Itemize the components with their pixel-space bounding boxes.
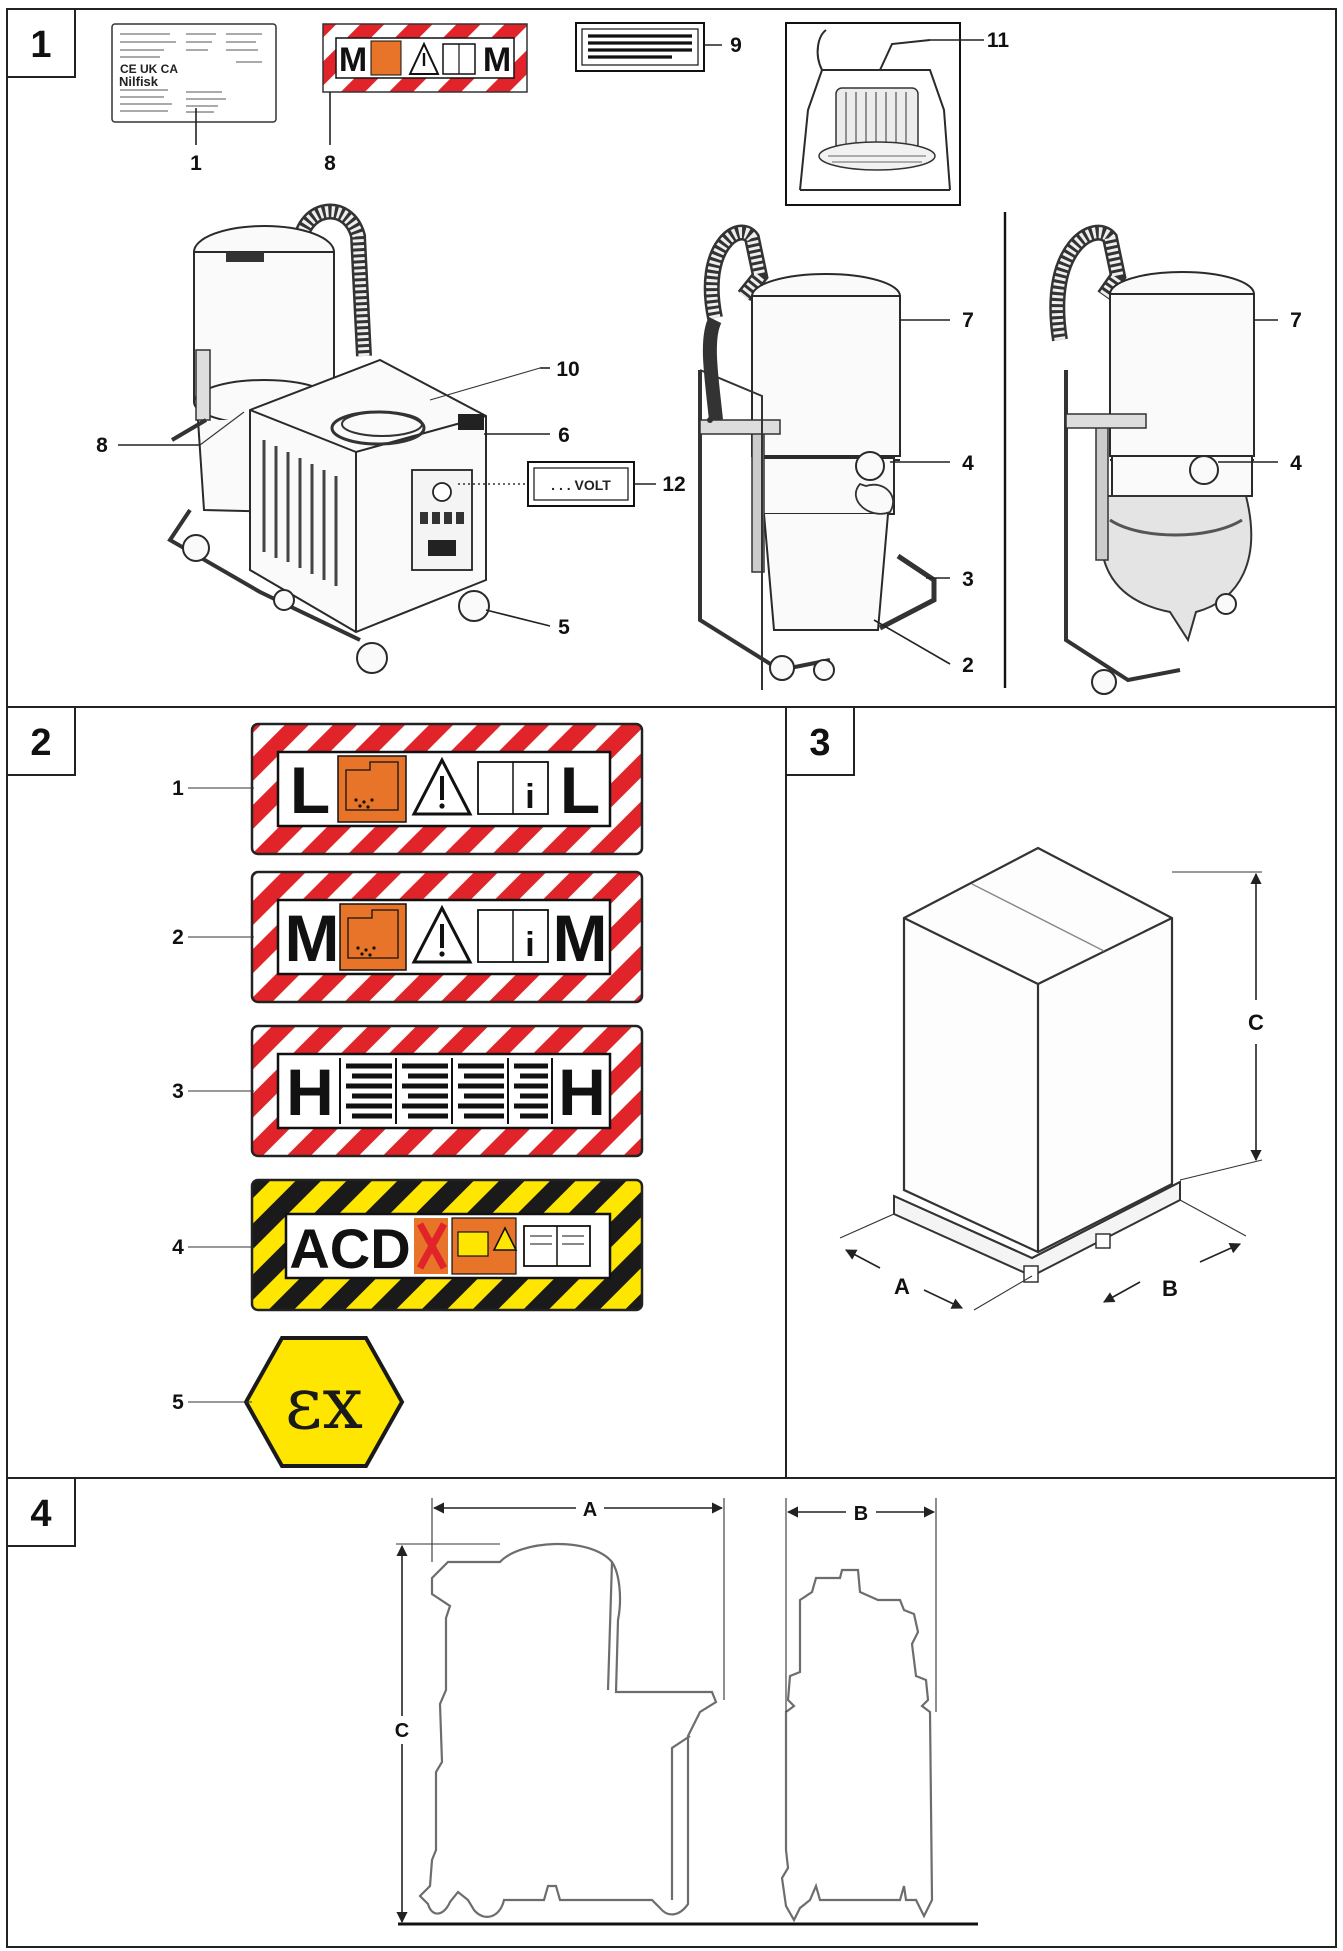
callout-8b: 8	[96, 434, 108, 457]
label-letter-left: M	[339, 41, 367, 79]
silhouette-front-icon	[780, 1568, 934, 1923]
dim-line	[1199, 1243, 1242, 1263]
volt-sticker: . . . VOLT	[527, 461, 635, 507]
callout-3: 3	[962, 568, 974, 591]
vacuum-cleaner-icon	[1049, 224, 1255, 695]
ex-hexagon-icon: εx	[243, 1336, 405, 1468]
callout-11: 11	[987, 29, 1010, 52]
dim-line	[923, 1289, 964, 1309]
manual-book-icon: i	[477, 909, 549, 964]
leader-line	[429, 367, 541, 401]
callout-4: 4	[962, 452, 974, 475]
vacuum-cleaner-icon	[167, 203, 490, 674]
figure-2: L i L 1 M	[172, 722, 644, 1468]
panel-number-4: 4	[6, 1477, 76, 1547]
text-sticker-icon	[575, 22, 705, 72]
figure-4: A C B	[395, 1498, 978, 1926]
dim-c: C	[395, 1720, 409, 1742]
manual-book-icon	[523, 1225, 591, 1267]
acd-text: ACD	[289, 1217, 410, 1280]
panel-number-1: 1	[6, 8, 76, 78]
dim-line	[973, 1275, 1033, 1311]
warning-triangle-icon	[411, 756, 473, 816]
leader-line	[485, 609, 551, 627]
callout-8: 8	[324, 152, 336, 175]
panel-number-text: 1	[30, 24, 51, 66]
acd-label-icon: ACD	[250, 1178, 644, 1312]
dim-line	[1103, 1281, 1141, 1303]
ex-text: εx	[285, 1361, 363, 1445]
label-letter-l-right: L	[560, 753, 600, 827]
dust-class-label-icon: M i M	[250, 870, 644, 1004]
callout-10: 10	[556, 358, 579, 381]
dim-a: A	[894, 1274, 910, 1299]
manual-book-icon: i	[477, 761, 549, 816]
silhouette-side-icon	[418, 1542, 718, 1918]
callout-7: 7	[962, 309, 974, 332]
motor-detail-icon	[785, 22, 961, 206]
leader-line	[873, 619, 951, 665]
svg-text:CE UK CA: CE UK CA	[120, 62, 178, 76]
rating-plate-icon: CE UK CA Nilfisk	[111, 23, 277, 123]
panel-number-2: 2	[6, 706, 76, 776]
callout-5: 5	[172, 1391, 184, 1414]
dim-a: A	[583, 1499, 597, 1521]
volt-label: . . . VOLT	[551, 477, 611, 493]
dust-class-label-icon: H H	[250, 1024, 644, 1158]
shipping-box-icon	[893, 846, 1181, 1283]
label-letter-right: M	[483, 41, 511, 79]
dim-line	[839, 1213, 895, 1239]
label-letter-h-left: H	[286, 1055, 334, 1129]
rating-plate-brand: Nilfisk	[119, 74, 159, 89]
panel-number-3: 3	[785, 706, 855, 776]
dim-line	[845, 1249, 881, 1269]
label-letter-m-right: M	[553, 901, 608, 975]
vacuum-cleaner-icon	[698, 224, 937, 690]
callout-1: 1	[172, 777, 184, 800]
callout-12: 12	[662, 473, 685, 496]
dim-line	[1179, 1199, 1247, 1237]
callout-4b: 4	[1290, 452, 1302, 475]
callout-6: 6	[558, 424, 570, 447]
callout-4: 4	[172, 1236, 184, 1259]
label-letter-m-left: M	[285, 901, 340, 975]
label-letter-l-left: L	[290, 753, 330, 827]
callout-2: 2	[172, 926, 184, 949]
svg-text:i: i	[525, 926, 534, 964]
callout-1: 1	[190, 152, 202, 175]
warning-triangle-icon	[411, 904, 473, 964]
dim-c: C	[1248, 1010, 1264, 1035]
dim-b: B	[1162, 1276, 1178, 1301]
panel-number-text: 2	[30, 722, 51, 764]
callout-9: 9	[730, 34, 742, 57]
leader-line	[199, 411, 245, 446]
dust-class-label-icon: M M	[322, 23, 528, 93]
dim-line	[1179, 1159, 1263, 1181]
callout-2: 2	[962, 654, 974, 677]
svg-text:i: i	[525, 778, 534, 816]
frame	[6, 8, 1337, 1948]
dust-class-label-icon: L i L	[250, 722, 644, 856]
figure-1: CE UK CA Nilfisk 1 M M 8	[96, 22, 1302, 695]
panel-number-text: 3	[809, 722, 830, 764]
figure-3: C A B	[839, 846, 1264, 1311]
label-letter-h-right: H	[558, 1055, 606, 1129]
callout-5: 5	[558, 616, 570, 639]
panel-number-text: 4	[30, 1493, 51, 1535]
dim-b: B	[854, 1503, 868, 1525]
callout-7b: 7	[1290, 309, 1302, 332]
callout-3: 3	[172, 1080, 184, 1103]
